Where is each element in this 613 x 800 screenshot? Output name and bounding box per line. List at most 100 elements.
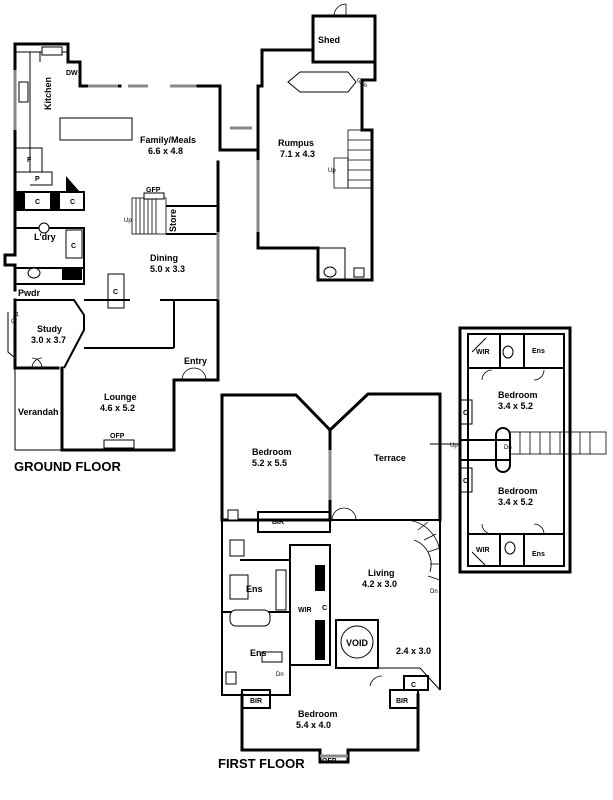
dim-rumpus: 7.1 x 4.3 [280,149,315,159]
laundry-tub [38,222,50,234]
wing-inner [467,333,565,567]
study-walls [13,298,60,370]
label-wing-wir-bot: WIR [476,547,490,554]
label-c4: C [113,289,118,296]
label-wir: WIR [298,607,312,614]
wir-block2 [315,620,325,660]
kitchen-island [59,117,133,141]
stair-gfp [143,192,165,200]
label-bir3: BIR [396,698,408,705]
label-dw: DW [66,70,78,77]
first-floor-plan [220,392,442,764]
pantry-corner [66,176,80,192]
pantry [30,171,53,186]
label-wing-c-top: C [463,410,468,417]
wing-outer [458,326,572,574]
dim-family-meals: 6.6 x 4.8 [148,146,183,156]
wing-bottom-baths [468,533,564,566]
ens1-bath [229,609,271,627]
ens2-toilet [225,671,237,685]
ens-bot-toilet [504,541,516,555]
ens1-shower [229,574,249,600]
label-bedroom1: Bedroom [252,447,292,457]
label-terrace: Terrace [374,453,406,463]
bir2 [241,689,271,709]
wir-top-shelf [471,337,487,353]
living-walls [330,519,441,690]
laundry-c [65,229,83,259]
label-wing-wir-top: WIR [476,349,490,356]
first-floor-title: FIRST FLOOR [218,756,305,771]
rumpus-fireplace [287,71,357,93]
label-wing-dn: Dn [504,445,512,451]
dim-bedroom1: 5.2 x 5.5 [252,458,287,468]
wir-bot-shelf [471,551,487,567]
label-ofp-ground: OFP [110,433,125,440]
study-bay [7,312,16,359]
label-dining: Dining [150,253,178,263]
wir-walls [289,544,331,666]
wc-basin [353,267,365,278]
label-family-meals: Family/Meals [140,135,196,145]
label-c-bir: C [411,682,416,689]
study-door [31,357,43,369]
label-wing-ens-top: Ens [532,348,545,355]
label-wing-c-bot: C [463,478,468,485]
label-store: Store [168,209,178,232]
ground-floor-plan [3,3,377,452]
wing-c-top [459,399,473,425]
label-wing-bed-bot: Bedroom [498,486,538,496]
wing-c-bot [459,467,473,493]
pwdr-toilet [27,267,41,279]
label-ofp-first: OFP [322,758,337,765]
label-living: Living [368,568,395,578]
study-east-wall [15,299,85,369]
label-c-wir: C [322,605,327,612]
cupboard-row [15,191,85,211]
label-main-bedroom: Bedroom [298,709,338,719]
label-study: Study [37,324,62,334]
entry-door [181,367,207,381]
label-wing-bed-top: Bedroom [498,390,538,400]
ens-top-toilet [502,345,514,359]
wing-bot-doors [481,523,545,535]
shed-door [333,3,347,17]
pwdr-block [62,268,82,280]
dim-living: 4.2 x 3.0 [362,579,397,589]
ground-stair [131,197,167,235]
main-bedroom-door [369,675,383,687]
label-ens2: Ens [250,648,267,658]
label-up-main: Up [124,218,132,224]
ground-floor-title: GROUND FLOOR [14,459,121,474]
label-wing-up: Up [450,443,458,449]
label-entry: Entry [184,356,207,366]
fridge-bay [15,147,43,173]
label-gfp-study: GFP [11,311,22,325]
rumpus-north-wall [256,48,315,152]
label-gfp-stair: GFP [146,187,161,194]
ensuite2-walls [221,612,291,696]
kitchen-north-wall [13,42,122,88]
void-circle [340,625,374,659]
room24-walls [378,667,441,691]
lounge-fireplace [103,439,135,449]
rumpus-walls [218,60,377,282]
label-bir2: BIR [250,698,262,705]
label-lounge: Lounge [104,392,137,402]
dim-lounge: 4.6 x 5.2 [100,403,135,413]
dim-dining: 5.0 x 3.3 [150,264,185,274]
lounge-walls [60,366,176,452]
label-wing-ens-bot: Ens [532,551,545,558]
shed-walls [311,14,377,64]
label-c2: C [70,199,75,206]
ens1-vanity [229,539,245,557]
wing-top-baths [468,334,564,369]
ens2-vanity [261,651,283,663]
label-kitchen: Kitchen [43,77,53,110]
first-stair [405,519,441,581]
label-ens1: Ens [246,584,263,594]
label-pwdr: Pwdr [18,288,41,298]
ens1-basins [275,569,287,611]
kitchen-sink [41,46,63,56]
